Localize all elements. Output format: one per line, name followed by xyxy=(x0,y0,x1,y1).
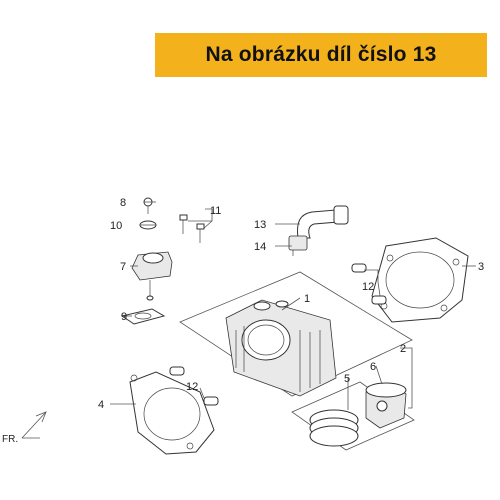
callout-5: 5 xyxy=(344,373,350,385)
cylinder-part-1 xyxy=(225,299,337,397)
callout-2: 2 xyxy=(400,343,406,355)
tensioner-part-7 xyxy=(131,251,173,301)
bolt-part-11 xyxy=(179,214,205,243)
callout-14: 14 xyxy=(254,241,266,253)
front-direction-arrow-icon xyxy=(21,411,47,439)
callout-7: 7 xyxy=(120,261,126,273)
part-number-banner: Na obrázku díl číslo 13 xyxy=(155,33,487,77)
callout-10: 10 xyxy=(110,220,122,232)
front-direction-label: FR. xyxy=(2,434,18,445)
bolt-part-8 xyxy=(143,197,153,214)
gasket-part-3 xyxy=(371,237,469,323)
hose-part-13 xyxy=(297,205,349,239)
gasket-part-9 xyxy=(120,308,166,325)
base-gasket-part-4 xyxy=(129,371,215,455)
piston-rings-part-5 xyxy=(309,409,359,447)
callout-9: 9 xyxy=(121,311,127,323)
leader-lines xyxy=(110,201,476,410)
banner-text: Na obrázku díl číslo 13 xyxy=(205,43,437,66)
callout-1: 1 xyxy=(304,293,310,305)
piston-part-6 xyxy=(365,382,407,429)
callout-8: 8 xyxy=(120,197,126,209)
callout-4: 4 xyxy=(98,399,104,411)
callout-13: 13 xyxy=(254,219,266,231)
elbow-part-14 xyxy=(288,235,308,256)
callout-11: 11 xyxy=(210,205,221,217)
dowel-part-12-upper xyxy=(351,263,387,305)
callout-12-upper: 12 xyxy=(362,281,374,293)
callout-6: 6 xyxy=(370,361,376,373)
dowel-part-12-lower xyxy=(169,366,219,406)
callout-3: 3 xyxy=(478,261,484,273)
callout-12-lower: 12 xyxy=(186,381,198,393)
